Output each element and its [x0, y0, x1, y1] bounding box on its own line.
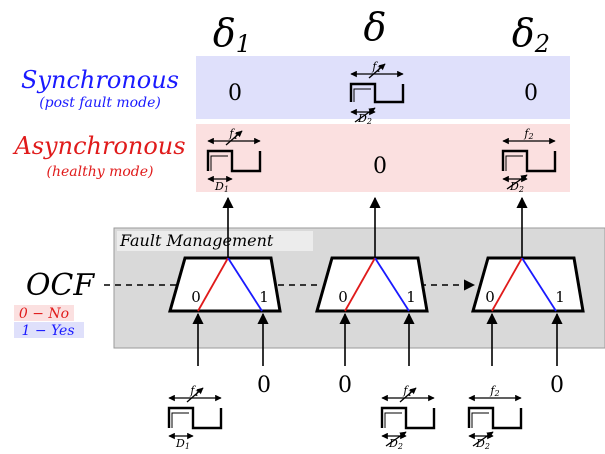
input-zero: 0	[338, 373, 352, 398]
port-0: 0	[485, 288, 495, 306]
port-1: 1	[555, 288, 565, 306]
header-delta: δ	[364, 5, 387, 49]
label-f2: f2	[489, 384, 499, 398]
input-pulse-2: f1 D2	[380, 384, 436, 451]
pulse-sync-delta: f1 D2	[349, 60, 405, 126]
port-1: 1	[259, 288, 269, 306]
pulse-async-delta1: f1 D1	[206, 127, 262, 194]
fault-management-title: Fault Management	[119, 231, 274, 250]
ocf-yes-bg	[14, 322, 84, 338]
fault-management-title-bg	[117, 231, 313, 251]
ocf-yes-label: 1 − Yes	[21, 323, 74, 339]
label-D1: D1	[214, 180, 229, 194]
label-D1: D1	[175, 437, 190, 451]
label-f2: f2	[523, 127, 533, 141]
input-zero: 0	[257, 373, 271, 398]
ocf-no-bg	[14, 305, 74, 321]
switch-2: 0 1	[315, 256, 429, 313]
label-D2: D2	[357, 112, 372, 126]
synchronous-label: Synchronous	[21, 66, 179, 94]
input-zero: 0	[550, 373, 564, 398]
label-D2: D2	[475, 437, 490, 451]
switch-1: 0 1	[168, 256, 282, 313]
asynchronous-label: Asynchronous	[12, 132, 185, 160]
header-delta2: δ2	[512, 11, 550, 58]
ocf-label: OCF	[26, 268, 96, 303]
cell-async-delta: 0	[373, 154, 387, 179]
cell-sync-delta2: 0	[524, 81, 538, 106]
asynchronous-sublabel: (healthy mode)	[46, 164, 153, 180]
label-D2: D2	[509, 180, 524, 194]
input-pulse-3: f2 D2	[467, 384, 523, 451]
port-1: 1	[406, 288, 416, 306]
port-0: 0	[191, 288, 201, 306]
input-pulse-1: f1 D1	[167, 384, 223, 451]
pulse-async-delta2: f2 D2	[501, 127, 557, 194]
header-delta1: δ1	[213, 11, 251, 58]
cell-sync-delta1: 0	[228, 81, 242, 106]
label-D2: D2	[388, 437, 403, 451]
switch-3: 0 1	[471, 256, 585, 313]
port-0: 0	[338, 288, 348, 306]
ocf-no-label: 0 − No	[19, 306, 69, 322]
synchronous-sublabel: (post fault mode)	[39, 95, 161, 111]
